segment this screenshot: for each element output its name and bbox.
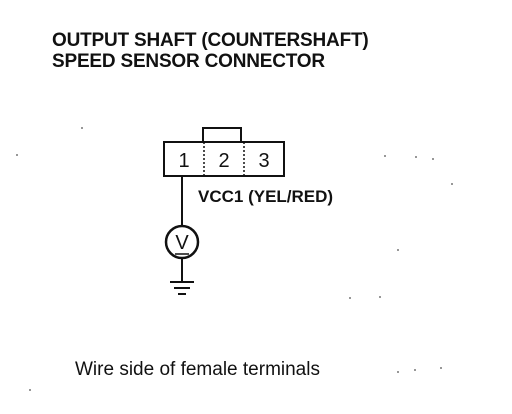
pin-label-3: 3: [258, 150, 269, 172]
wire-label: VCC1 (YEL/RED): [198, 187, 333, 206]
pin-label-2: 2: [218, 150, 229, 172]
connector-latch: [202, 127, 242, 144]
title-line-2: SPEED SENSOR CONNECTOR: [52, 51, 325, 72]
voltmeter-symbol: V: [175, 232, 189, 254]
ground-icon: [170, 281, 194, 295]
connector-housing: [163, 141, 285, 177]
scan-speckles: [16, 127, 453, 391]
view-note: Wire side of female terminals: [75, 359, 320, 380]
diagram-title: OUTPUT SHAFT (COUNTERSHAFT) SPEED SENSOR…: [52, 30, 369, 72]
title-line-1: OUTPUT SHAFT (COUNTERSHAFT): [52, 30, 369, 51]
voltmeter-icon: V: [164, 224, 200, 260]
pin-label-1: 1: [178, 150, 189, 172]
